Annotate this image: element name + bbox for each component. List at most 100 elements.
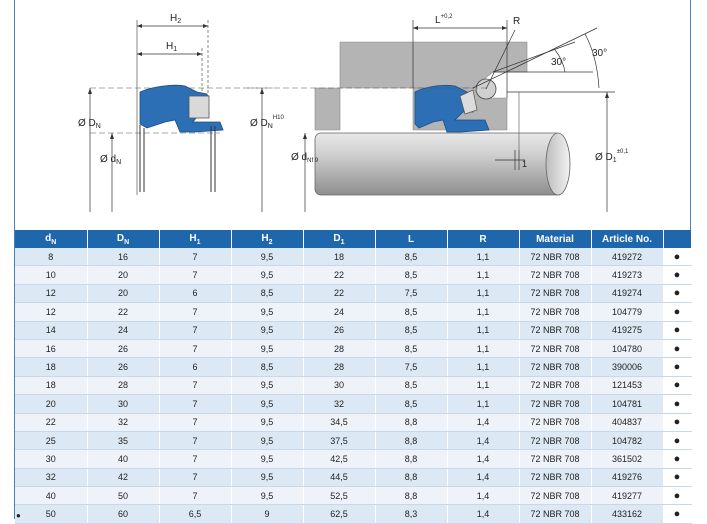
- table-cell: 7: [159, 302, 232, 322]
- technical-drawing: H2 H1 Ø DN Ø dN L+0,2 R 30°: [15, 0, 690, 230]
- table-cell: 1,1: [447, 339, 520, 359]
- table-cell: 1,1: [447, 248, 520, 267]
- table-cell: 121453: [591, 376, 664, 396]
- table-cell: 24: [303, 302, 376, 322]
- column-header-4: D1: [303, 230, 376, 248]
- table-cell: 16: [87, 248, 160, 267]
- table-cell: 72 NBR 708: [519, 449, 592, 469]
- table-cell: 72 NBR 708: [519, 265, 592, 285]
- table-cell: 104780: [591, 339, 664, 359]
- table-cell: 8,5: [231, 284, 304, 304]
- table-cell: 32: [87, 413, 160, 432]
- table-cell: 8,5: [231, 357, 304, 377]
- table-cell: 8,5: [375, 248, 448, 267]
- table-cell: 1,1: [447, 394, 520, 414]
- table-cell: 361502: [591, 449, 664, 469]
- table-cell: 72 NBR 708: [519, 486, 592, 506]
- table-cell: 12: [15, 302, 88, 322]
- table-cell: 9,5: [231, 394, 304, 414]
- table-cell: 25: [15, 431, 88, 451]
- table-cell: 6: [159, 357, 232, 377]
- table-cell: 1,1: [447, 321, 520, 340]
- drawing-svg: H2 H1 Ø DN Ø dN L+0,2 R 30°: [78, 13, 629, 212]
- table-cell: 20: [87, 284, 160, 304]
- column-header-9: [663, 230, 692, 248]
- table-cell: 72 NBR 708: [519, 468, 592, 488]
- table-cell: 30: [15, 449, 88, 469]
- table-cell: 7: [159, 486, 232, 506]
- availability-dot: ●: [663, 339, 692, 359]
- table-cell: 9,5: [231, 431, 304, 451]
- table-cell: 24: [87, 321, 160, 340]
- table-cell: 419276: [591, 468, 664, 488]
- table-cell: 6,5: [159, 504, 232, 524]
- dn-outer-label: Ø DN: [78, 118, 101, 130]
- table-cell: 8,5: [375, 376, 448, 396]
- table-cell: 8,8: [375, 486, 448, 506]
- table-cell: 8,5: [375, 339, 448, 359]
- table-cell: 8,3: [375, 504, 448, 524]
- availability-dot: ●: [663, 284, 692, 304]
- table-cell: 22: [303, 265, 376, 285]
- availability-dot: ●: [663, 449, 692, 469]
- backup-ring-left: [188, 95, 210, 119]
- table-cell: 72 NBR 708: [519, 504, 592, 524]
- table-cell: 30: [87, 394, 160, 414]
- table-cell: 1,4: [447, 486, 520, 506]
- table-cell: 8,5: [375, 394, 448, 414]
- table-cell: 12: [15, 284, 88, 304]
- table-cell: 104781: [591, 394, 664, 414]
- table-cell: 40: [15, 486, 88, 506]
- table-cell: 7: [159, 339, 232, 359]
- table-cell: 9,5: [231, 339, 304, 359]
- angle-30-inner-label: 30°: [551, 57, 566, 68]
- table-cell: 52,5: [303, 486, 376, 506]
- angle-30-outer-label: 30°: [592, 48, 607, 59]
- table-cell: 7: [159, 376, 232, 396]
- table-cell: 62,5: [303, 504, 376, 524]
- table-cell: 7: [159, 265, 232, 285]
- table-cell: 9,5: [231, 376, 304, 396]
- table-cell: 9: [231, 504, 304, 524]
- r-label: R: [513, 16, 520, 27]
- table-cell: 72 NBR 708: [519, 321, 592, 340]
- table-cell: 9,5: [231, 302, 304, 322]
- table-cell: 7: [159, 248, 232, 267]
- table-cell: 7: [159, 468, 232, 488]
- column-header-2: H1: [159, 230, 232, 248]
- table-cell: 104779: [591, 302, 664, 322]
- table-cell: 18: [303, 248, 376, 267]
- table-cell: 1,4: [447, 468, 520, 488]
- table-cell: 104782: [591, 431, 664, 451]
- table-cell: 7: [159, 413, 232, 432]
- table-cell: 72 NBR 708: [519, 357, 592, 377]
- table-cell: 50: [87, 486, 160, 506]
- seal-section-left: [88, 20, 273, 212]
- table-cell: 72 NBR 708: [519, 431, 592, 451]
- table-cell: 72 NBR 708: [519, 302, 592, 322]
- table-cell: 72 NBR 708: [519, 376, 592, 396]
- column-header-5: L: [375, 230, 448, 248]
- availability-dot: ●: [663, 321, 692, 340]
- d1-label: Ø D1±0,1: [595, 149, 629, 164]
- h1-label: H1: [166, 41, 177, 53]
- table-cell: 8,5: [375, 265, 448, 285]
- table-cell: 72 NBR 708: [519, 339, 592, 359]
- table-cell: 42: [87, 468, 160, 488]
- table-cell: 8,8: [375, 413, 448, 432]
- table-cell: 30: [303, 376, 376, 396]
- table-cell: 20: [87, 265, 160, 285]
- column-header-3: H2: [231, 230, 304, 248]
- table-cell: 22: [303, 284, 376, 304]
- table-cell: 9,5: [231, 265, 304, 285]
- column-header-0: dN: [15, 230, 88, 248]
- table-cell: 10: [15, 265, 88, 285]
- table-cell: 20: [15, 394, 88, 414]
- table-cell: 8: [15, 248, 88, 267]
